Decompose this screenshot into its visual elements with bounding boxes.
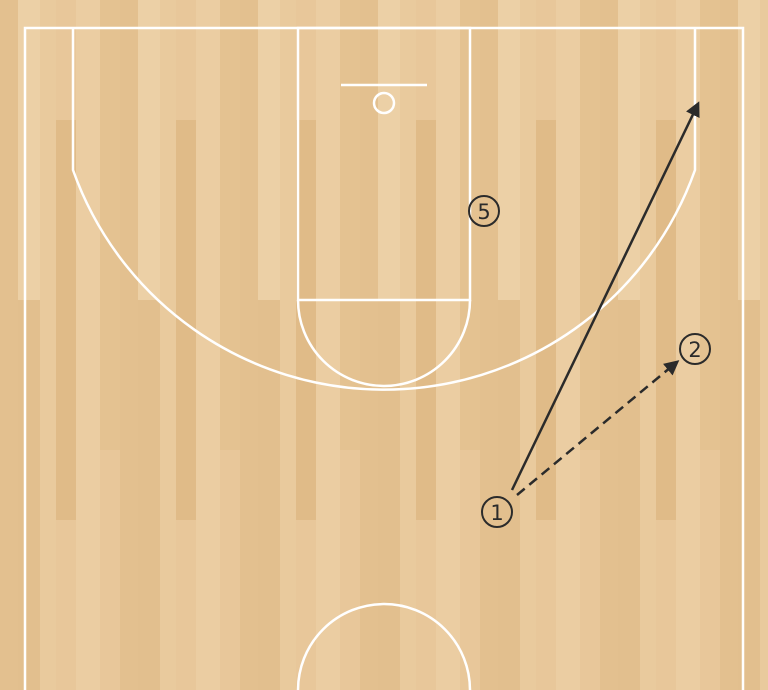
player-label-5: 5 bbox=[477, 200, 490, 224]
player-marker-5: 5 bbox=[468, 195, 500, 227]
player-marker-2: 2 bbox=[679, 333, 711, 365]
play-actions bbox=[510, 101, 700, 496]
pass-arrow-dashed bbox=[516, 360, 680, 496]
players: 5 2 1 bbox=[468, 195, 711, 528]
free-throw-circle bbox=[296, 299, 472, 388]
three-point-line bbox=[71, 28, 697, 391]
player-label-1: 1 bbox=[490, 501, 503, 525]
center-circle bbox=[296, 602, 472, 690]
player-marker-1: 1 bbox=[481, 496, 513, 528]
court-lines bbox=[23, 26, 745, 690]
cut-arrow-solid bbox=[510, 101, 700, 491]
paint-lane bbox=[296, 26, 472, 302]
player-label-2: 2 bbox=[688, 338, 701, 362]
rim bbox=[372, 91, 396, 115]
